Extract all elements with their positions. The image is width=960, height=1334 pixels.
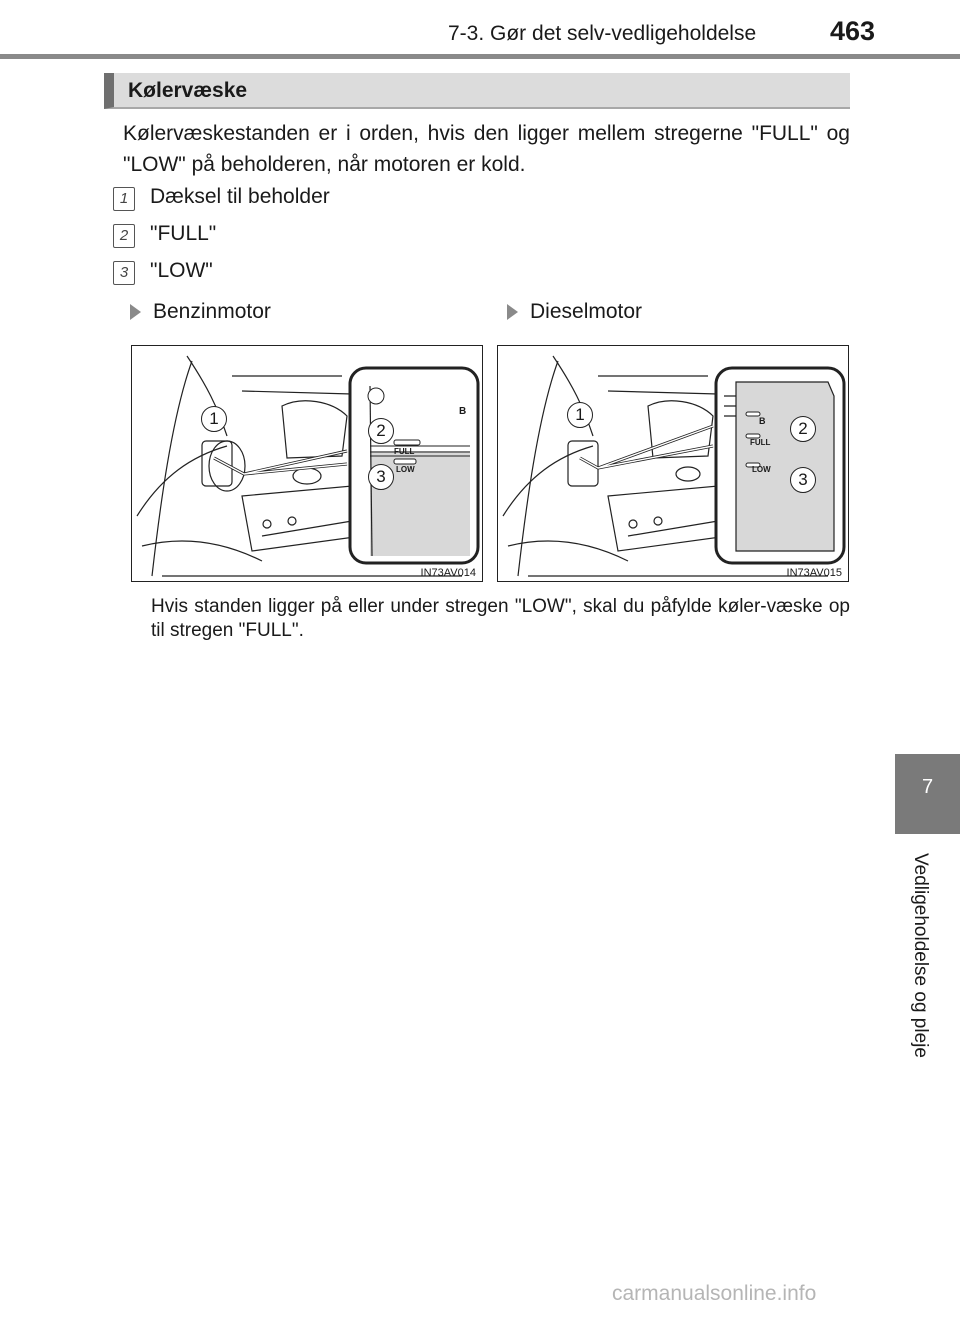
callout-marker: 1 — [567, 402, 593, 428]
tank-mark-full: FULL — [394, 447, 415, 456]
item-label: "LOW" — [150, 259, 213, 282]
watermark: carmanualsonline.info — [612, 1282, 817, 1305]
item-number-badge: 3 — [113, 261, 135, 285]
refill-note: Hvis standen ligger på eller under streg… — [151, 596, 850, 641]
chapter-number: 7 — [921, 776, 934, 798]
item-number-badge: 2 — [113, 224, 135, 248]
chapter-side-tab[interactable]: 7 Vedligeholdelse og pleje — [895, 754, 960, 1334]
running-header: 7-3. Gør det selv-vedligeholdelse — [448, 22, 757, 45]
tank-mark-low: LOW — [752, 465, 771, 474]
chapter-tab-block: 7 — [895, 754, 960, 834]
callout-marker: 2 — [368, 418, 394, 444]
figure-code: IN73AV014 — [420, 567, 476, 579]
engine-bay-illustration — [136, 355, 480, 577]
triangle-bullet-icon — [130, 304, 141, 320]
callout-marker: 2 — [790, 416, 816, 442]
item-label: Dæksel til beholder — [150, 185, 330, 208]
figure-petrol-engine: B FULL LOW 1 2 3 IN73AV014 — [131, 345, 483, 582]
section-title: Kølervæske — [128, 79, 248, 102]
figure-diesel-engine: B FULL LOW 1 2 3 IN73AV015 — [497, 345, 849, 582]
intro-paragraph: Kølervæskestanden er i orden, hvis den l… — [123, 122, 850, 176]
engine-bay-illustration — [502, 355, 846, 577]
figure-caption-petrol: Benzinmotor — [130, 300, 271, 324]
triangle-bullet-icon — [507, 304, 518, 320]
figure-caption-diesel: Dieselmotor — [507, 300, 642, 324]
item-number-badge: 1 — [113, 187, 135, 211]
callout-marker: 1 — [201, 406, 227, 432]
chapter-title: Vedligeholdelse og pleje — [910, 853, 931, 1058]
figure-code: IN73AV015 — [786, 567, 842, 579]
callout-marker: 3 — [368, 464, 394, 490]
tank-mark-full: FULL — [750, 438, 771, 447]
header-rule — [0, 54, 960, 59]
section-heading-bar: Kølervæske — [104, 73, 850, 109]
tank-mark-low: LOW — [396, 465, 415, 474]
tank-mark-b: B — [759, 416, 766, 426]
tank-mark-b: B — [459, 406, 467, 417]
item-label: "FULL" — [150, 222, 217, 245]
callout-marker: 3 — [790, 467, 816, 493]
page-number: 463 — [830, 16, 876, 46]
